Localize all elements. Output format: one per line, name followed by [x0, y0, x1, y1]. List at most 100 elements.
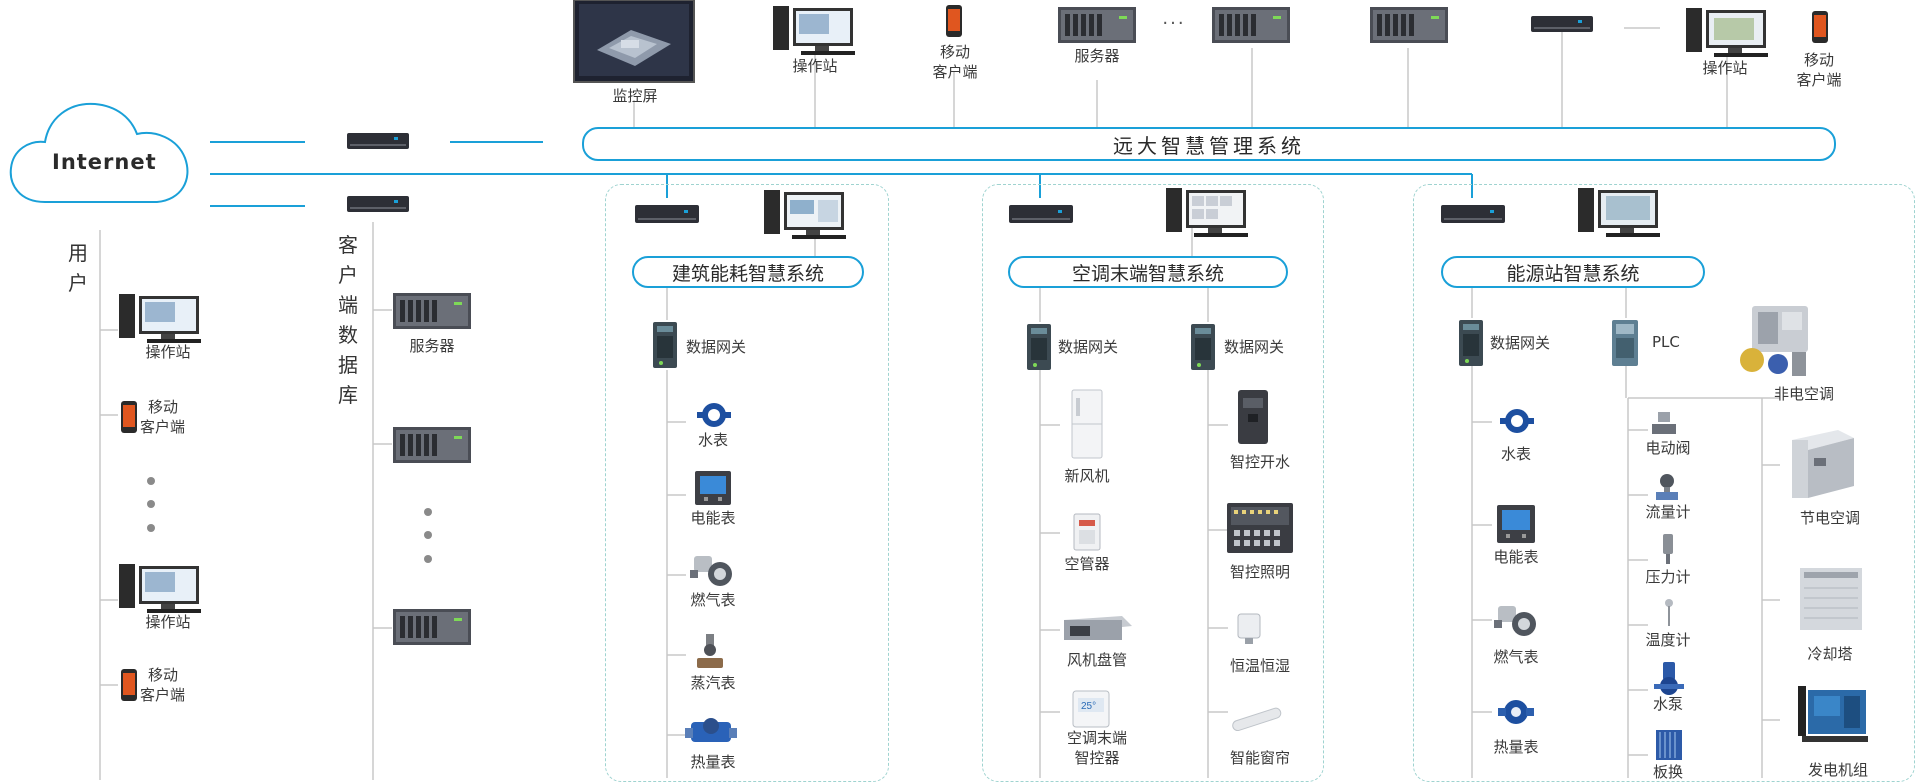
flow-meter-icon [1656, 474, 1678, 500]
energy-meter-label: 热量表 [1493, 738, 1539, 756]
energy-instrument-label: 板换 [1652, 763, 1683, 781]
water-dispenser-icon [1238, 390, 1268, 444]
power-meter-icon [1497, 505, 1535, 543]
user-mobile-2-label: 移动 客户端 [140, 665, 200, 705]
mobile-label-line1: 移动 [1803, 51, 1834, 69]
energy-power-meter [1496, 504, 1536, 544]
network-switch-icon [1531, 16, 1593, 32]
lighting-console-icon [1227, 503, 1293, 553]
hvac-device-label: 空管器 [1064, 555, 1110, 573]
energy-switch [1440, 203, 1506, 225]
workstation-icon [1166, 188, 1248, 237]
building-energy-panel [605, 184, 889, 782]
top-op-station-1-label: 操作站 [792, 57, 838, 75]
rack-server-icon [393, 427, 471, 463]
energy-instrument-label: 水泵 [1652, 695, 1683, 713]
hvac-device-label: 智控照明 [1229, 563, 1290, 581]
ellipsis-dot [147, 500, 155, 508]
cooling-tower [1794, 564, 1868, 634]
ellipsis-dot [424, 508, 432, 516]
building-power-meter [694, 470, 732, 506]
generator-set [1794, 680, 1872, 744]
fan-coil-icon [1064, 616, 1132, 640]
mobile-label-line1: 移动 [148, 666, 179, 684]
building-gas-meter [690, 550, 734, 590]
top-op-station-2-label: 操作站 [1702, 59, 1748, 77]
ellipsis-dots: ··· [1162, 13, 1186, 34]
energy-instrument-label: 压力计 [1645, 568, 1691, 586]
rack-server-icon [1370, 7, 1448, 43]
rack-server-icon [393, 293, 471, 329]
db-server-1 [392, 292, 472, 330]
energy-instrument-label: 温度计 [1645, 631, 1691, 649]
building-switch [634, 203, 700, 225]
mobile-phone-icon [1812, 11, 1828, 43]
workstation-icon [119, 564, 201, 613]
hvac-gateway-b-label: 数据网关 [1224, 338, 1285, 356]
building-system-title-bar: 建筑能耗智慧系统 [632, 256, 864, 288]
hvac-system-title-bar: 空调末端智慧系统 [1008, 256, 1288, 288]
network-switch-icon [1441, 205, 1505, 223]
plc-label: PLC [1652, 333, 1680, 351]
ellipsis-dot [424, 555, 432, 563]
energy-equipment-label: 发电机组 [1807, 761, 1868, 779]
mobile-label-line2: 客户端 [1796, 71, 1842, 89]
workstation-icon [1578, 188, 1660, 237]
smart-lighting-console [1226, 502, 1294, 554]
workstation-icon [1686, 8, 1768, 57]
user-mobile-1 [120, 400, 138, 434]
top-server-2 [1211, 6, 1291, 44]
gas-meter-icon [690, 556, 732, 586]
workstation-icon [119, 294, 201, 343]
energy-station-panel [1413, 184, 1915, 782]
non-electric-chiller [1738, 302, 1812, 380]
network-switch-icon [347, 133, 409, 149]
db-server-2 [392, 426, 472, 464]
humidity-sensor-icon [1237, 613, 1261, 644]
cooling-tower-icon [1800, 568, 1862, 630]
energy-meter-label: 燃气表 [1493, 648, 1539, 666]
mobile-label-line1: 移动 [148, 398, 179, 416]
energy-instrument-label: 流量计 [1645, 503, 1691, 521]
thermometer [1664, 598, 1674, 628]
user-mobile-1-label: 移动 客户端 [140, 397, 200, 437]
hvac-device-label: 恒温恒湿 [1229, 657, 1290, 675]
user-op-station-1 [117, 292, 205, 344]
top-server-1 [1057, 6, 1137, 44]
top-mobile-1 [945, 4, 963, 38]
pressure-gauge [1660, 532, 1676, 566]
top-op-station-2 [1684, 6, 1772, 58]
water-pump [1654, 660, 1684, 698]
top-mobile-2 [1811, 10, 1829, 44]
hvac-gateway-a [1025, 322, 1053, 372]
plate-heat-exchanger-icon [1656, 730, 1682, 760]
data-gateway-icon [1191, 324, 1215, 370]
water-meter-icon [1500, 409, 1534, 433]
energy-instrument-label: 电动阀 [1645, 439, 1691, 457]
hvac-switch [1008, 203, 1074, 225]
data-gateway-icon [653, 322, 677, 368]
management-system-bar: 远大智慧管理系统 [582, 127, 1836, 161]
plate-heat-exchanger [1654, 726, 1684, 762]
energy-equipment-label: 冷却塔 [1807, 645, 1853, 663]
ellipsis-dot [147, 477, 155, 485]
humidity-controller [1234, 612, 1264, 646]
terminal-controller: 25° [1072, 690, 1110, 728]
user-op-station-2 [117, 562, 205, 614]
data-gateway-icon [1459, 320, 1483, 366]
steam-meter-icon [697, 634, 723, 668]
db-server-label: 服务器 [409, 337, 455, 355]
internet-cloud-icon [9, 102, 189, 203]
plc-icon [1612, 320, 1638, 366]
fresh-air-unit [1070, 388, 1104, 460]
building-steam-meter [695, 632, 725, 672]
building-device-label: 燃气表 [690, 591, 736, 609]
top-mobile-2-label: 移动 客户端 [1782, 50, 1856, 90]
air-controller [1072, 512, 1102, 552]
hvac-workstation [1164, 186, 1252, 238]
workstation-icon [764, 190, 846, 239]
pressure-gauge-icon [1663, 534, 1673, 564]
db-server-3 [392, 608, 472, 646]
fan-coil-unit [1060, 612, 1134, 644]
mobile-label-line1: 移动 [939, 43, 970, 61]
